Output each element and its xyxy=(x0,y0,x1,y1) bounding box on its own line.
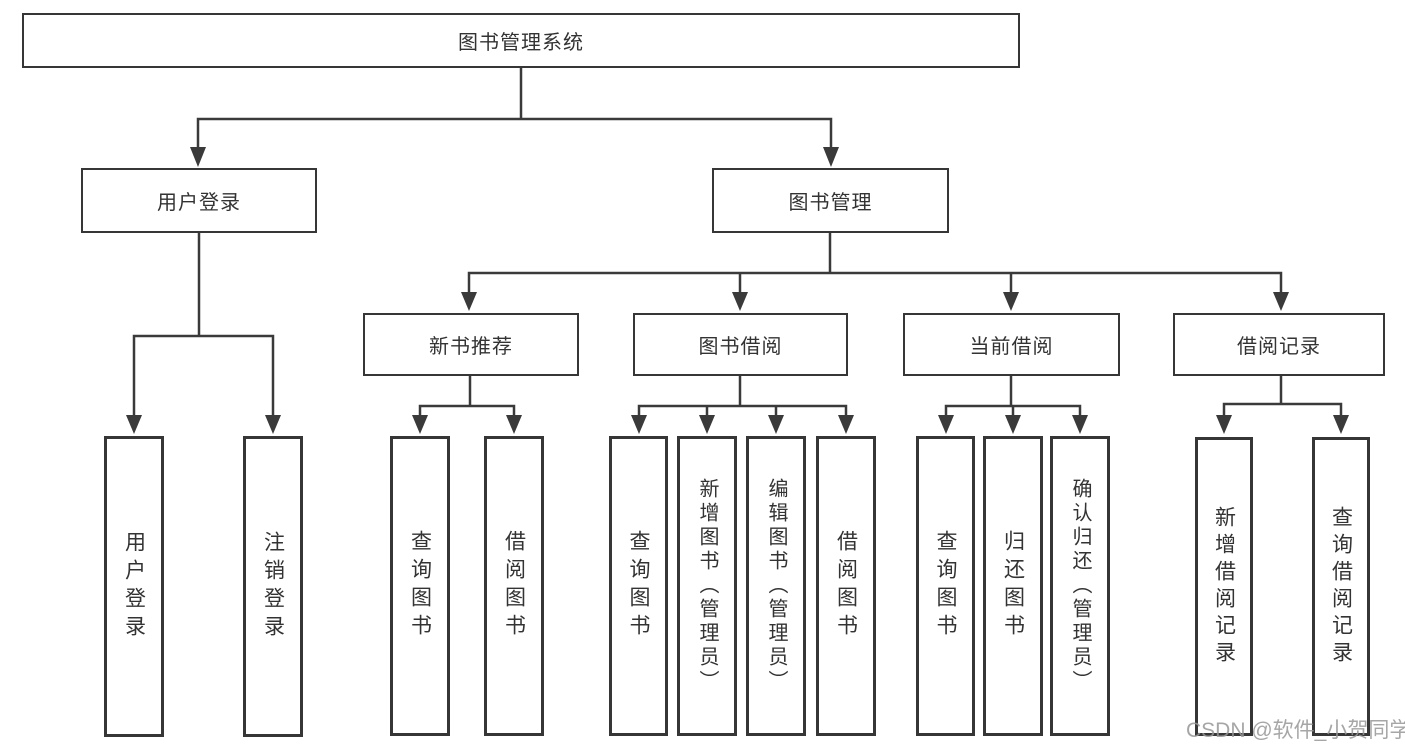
leaf-return-book: 归还图书 xyxy=(983,436,1043,736)
leaf-label: 查询借阅记录 xyxy=(1329,505,1353,668)
leaf-label: 确认归还（管理员） xyxy=(1069,478,1091,694)
leaf-query-book-recommend: 查询图书 xyxy=(390,436,450,736)
leaf-add-borrow-record: 新增借阅记录 xyxy=(1195,437,1253,736)
node-book-borrow: 图书借阅 xyxy=(633,313,848,376)
leaf-label: 新增图书（管理员） xyxy=(696,478,718,694)
leaf-borrow-book-recommend: 借阅图书 xyxy=(484,436,544,736)
leaf-edit-book-admin: 编辑图书（管理员） xyxy=(746,436,806,736)
node-current-borrow: 当前借阅 xyxy=(903,313,1120,376)
leaf-label: 编辑图书（管理员） xyxy=(765,478,787,694)
leaf-user-login: 用户登录 xyxy=(104,436,164,737)
leaf-label: 查询图书 xyxy=(408,530,432,642)
leaf-logout: 注销登录 xyxy=(243,436,303,737)
leaf-label: 归还图书 xyxy=(1001,530,1025,642)
leaf-label: 查询图书 xyxy=(627,530,650,642)
leaf-query-book-borrow: 查询图书 xyxy=(609,436,668,736)
node-user-login: 用户登录 xyxy=(81,168,317,233)
leaf-confirm-return-admin: 确认归还（管理员） xyxy=(1050,436,1110,736)
leaf-label: 借阅图书 xyxy=(834,530,858,642)
leaf-label: 注销登录 xyxy=(261,530,285,643)
node-library-management-system: 图书管理系统 xyxy=(22,13,1020,68)
leaf-borrow-book: 借阅图书 xyxy=(816,436,876,736)
leaf-query-borrow-record: 查询借阅记录 xyxy=(1312,437,1370,736)
leaf-label: 用户登录 xyxy=(122,530,146,643)
leaf-label: 新增借阅记录 xyxy=(1212,505,1236,668)
node-borrow-records: 借阅记录 xyxy=(1173,313,1385,376)
leaf-add-book-admin: 新增图书（管理员） xyxy=(677,436,737,736)
node-new-book-recommend: 新书推荐 xyxy=(363,313,579,376)
node-book-management: 图书管理 xyxy=(712,168,949,233)
leaf-label: 查询图书 xyxy=(934,530,957,642)
leaf-label: 借阅图书 xyxy=(502,530,526,642)
csdn-watermark: CSDN @软件_小贺同学 xyxy=(1186,719,1405,742)
leaf-query-book-current: 查询图书 xyxy=(916,436,975,736)
